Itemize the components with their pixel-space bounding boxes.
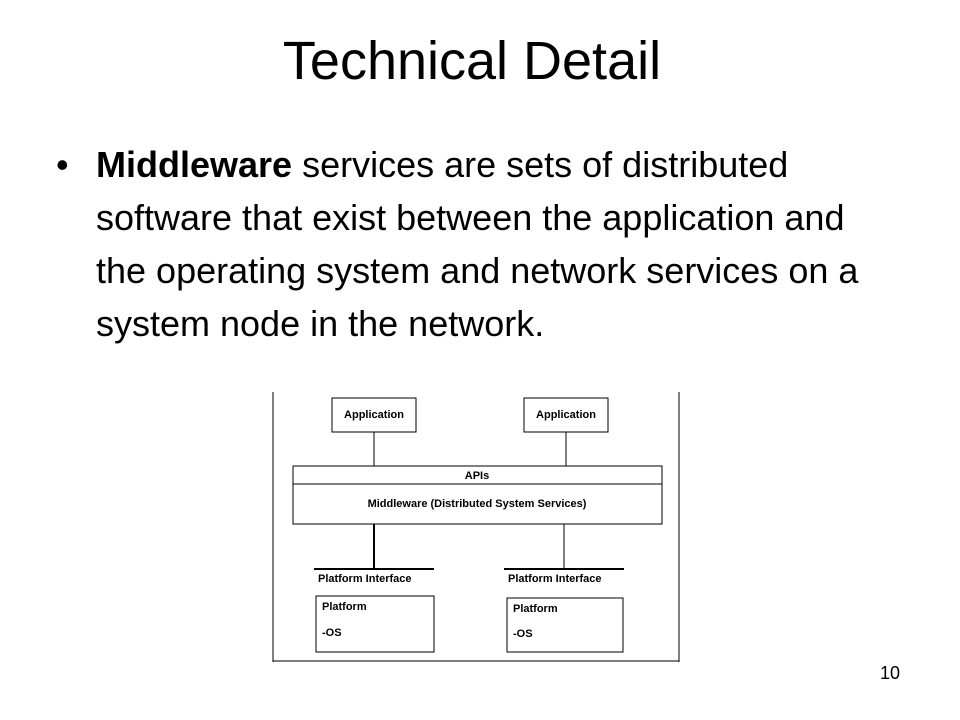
platform-label-right: Platform — [513, 603, 558, 615]
platform-box-right — [506, 597, 624, 653]
application-box-right — [523, 397, 609, 433]
middleware-diagram-svg: Application Application APIs Middleware … — [272, 392, 680, 662]
platform-interface-label-right: Platform Interface — [508, 573, 602, 585]
middleware-label: Middleware (Distributed System Services) — [368, 498, 587, 510]
bullet-bold-term: Middleware — [96, 144, 293, 185]
page-number: 10 — [880, 663, 901, 683]
platform-label-left: Platform — [322, 601, 367, 613]
middleware-block — [292, 465, 663, 525]
bullet-rest-text: services are sets of distributed softwar… — [96, 144, 859, 344]
bullet-text: Middleware services are sets of distribu… — [96, 138, 886, 350]
middleware-diagram: Application Application APIs Middleware … — [272, 392, 680, 662]
application-box-left — [331, 397, 417, 433]
application-label-right: Application — [536, 409, 596, 421]
application-label-left: Application — [344, 409, 404, 421]
platform-interface-label-left: Platform Interface — [318, 573, 412, 585]
apis-label: APIs — [465, 470, 489, 482]
platform-os-left: -OS — [322, 627, 342, 639]
platform-box-left — [315, 595, 435, 653]
bullet-item: • Middleware services are sets of distri… — [56, 138, 886, 350]
slide-title: Technical Detail — [282, 31, 662, 91]
platform-os-right: -OS — [513, 628, 533, 640]
bullet-glyph: • — [56, 144, 69, 185]
